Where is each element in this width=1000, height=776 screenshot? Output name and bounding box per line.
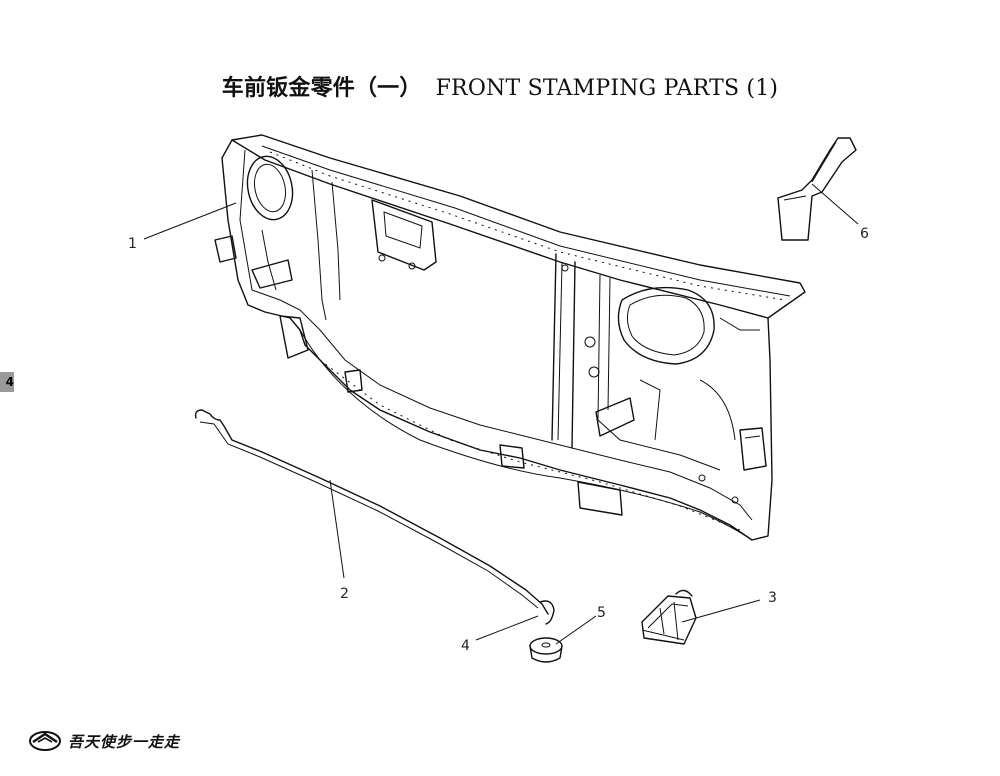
- front-panel-assembly: [214, 134, 806, 541]
- leader-2: [329, 479, 345, 579]
- page-title: 车前钣金零件（一） FRONT STAMPING PARTS (1): [0, 70, 1000, 102]
- leader-3: [681, 599, 761, 623]
- left-bracket: [214, 235, 237, 263]
- center-top-bracket: [371, 199, 437, 271]
- lower-bracket: [577, 481, 623, 516]
- leader-1: [143, 202, 237, 240]
- callout-4: 4: [461, 638, 470, 654]
- right-lamp-opening: [617, 286, 715, 365]
- title-chinese: 车前钣金零件（一）: [221, 76, 422, 101]
- leader-4: [475, 615, 539, 641]
- center-pillar: [551, 253, 576, 449]
- brand-logo-icon: [29, 731, 61, 751]
- callout-5: 5: [597, 605, 606, 621]
- title-english: FRONT STAMPING PARTS (1): [435, 76, 779, 101]
- callout-6: 6: [860, 226, 869, 242]
- right-bracket: [739, 427, 767, 471]
- page-edge-tab: 4: [0, 372, 14, 392]
- callout-3: 3: [768, 590, 777, 606]
- latch-bracket: [641, 589, 697, 645]
- callout-2: 2: [340, 586, 349, 602]
- left-lamp-opening: [246, 155, 294, 221]
- footer-brand: 吾天使步一走走: [28, 730, 180, 752]
- brand-text: 吾天使步一走走: [68, 732, 181, 751]
- leader-5: [555, 615, 597, 645]
- hood-stay-rod: [194, 409, 555, 625]
- side-bracket: [777, 137, 857, 241]
- leader-6: [811, 183, 859, 225]
- top-rail-outline: [231, 134, 806, 319]
- callout-1: 1: [128, 236, 137, 252]
- rubber-bumper: [529, 637, 563, 663]
